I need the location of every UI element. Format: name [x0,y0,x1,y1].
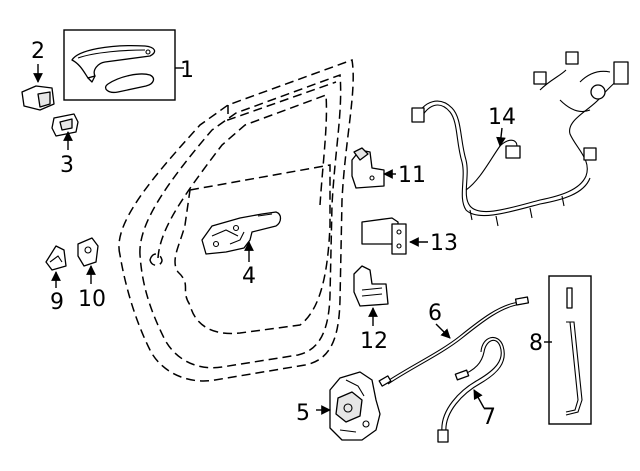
callout-3: 3 [60,153,74,178]
leader-lines [33,64,552,415]
interior-handle-part [201,211,282,255]
handle-bezel-part [51,113,79,137]
handle-cap-part [21,85,55,111]
callout-6: 6 [428,301,442,326]
door-frame-outline [118,58,354,382]
callout-12: 12 [360,329,388,354]
lock-rod-part [548,275,592,425]
bracket-part-9 [45,245,67,271]
bracket-part-10 [77,237,99,267]
callout-11: 11 [398,163,426,188]
callout-5: 5 [296,401,310,426]
callout-7: 7 [482,405,496,430]
callout-4: 4 [242,264,256,289]
callout-13: 13 [430,231,458,256]
callout-10: 10 [78,287,106,312]
wiring-harness-part [411,51,629,227]
exterior-handle-part [63,29,176,101]
release-cable-part [437,336,505,443]
upper-hinge-part [351,147,385,189]
callout-1: 1 [180,58,194,83]
callout-14: 14 [488,105,516,130]
door-check-part [361,217,407,255]
callout-8: 8 [529,331,543,356]
lower-hinge-part [353,265,389,307]
lock-cable-part [378,296,530,387]
callout-9: 9 [50,290,64,315]
door-latch-part [329,371,381,441]
callout-2: 2 [31,39,45,64]
